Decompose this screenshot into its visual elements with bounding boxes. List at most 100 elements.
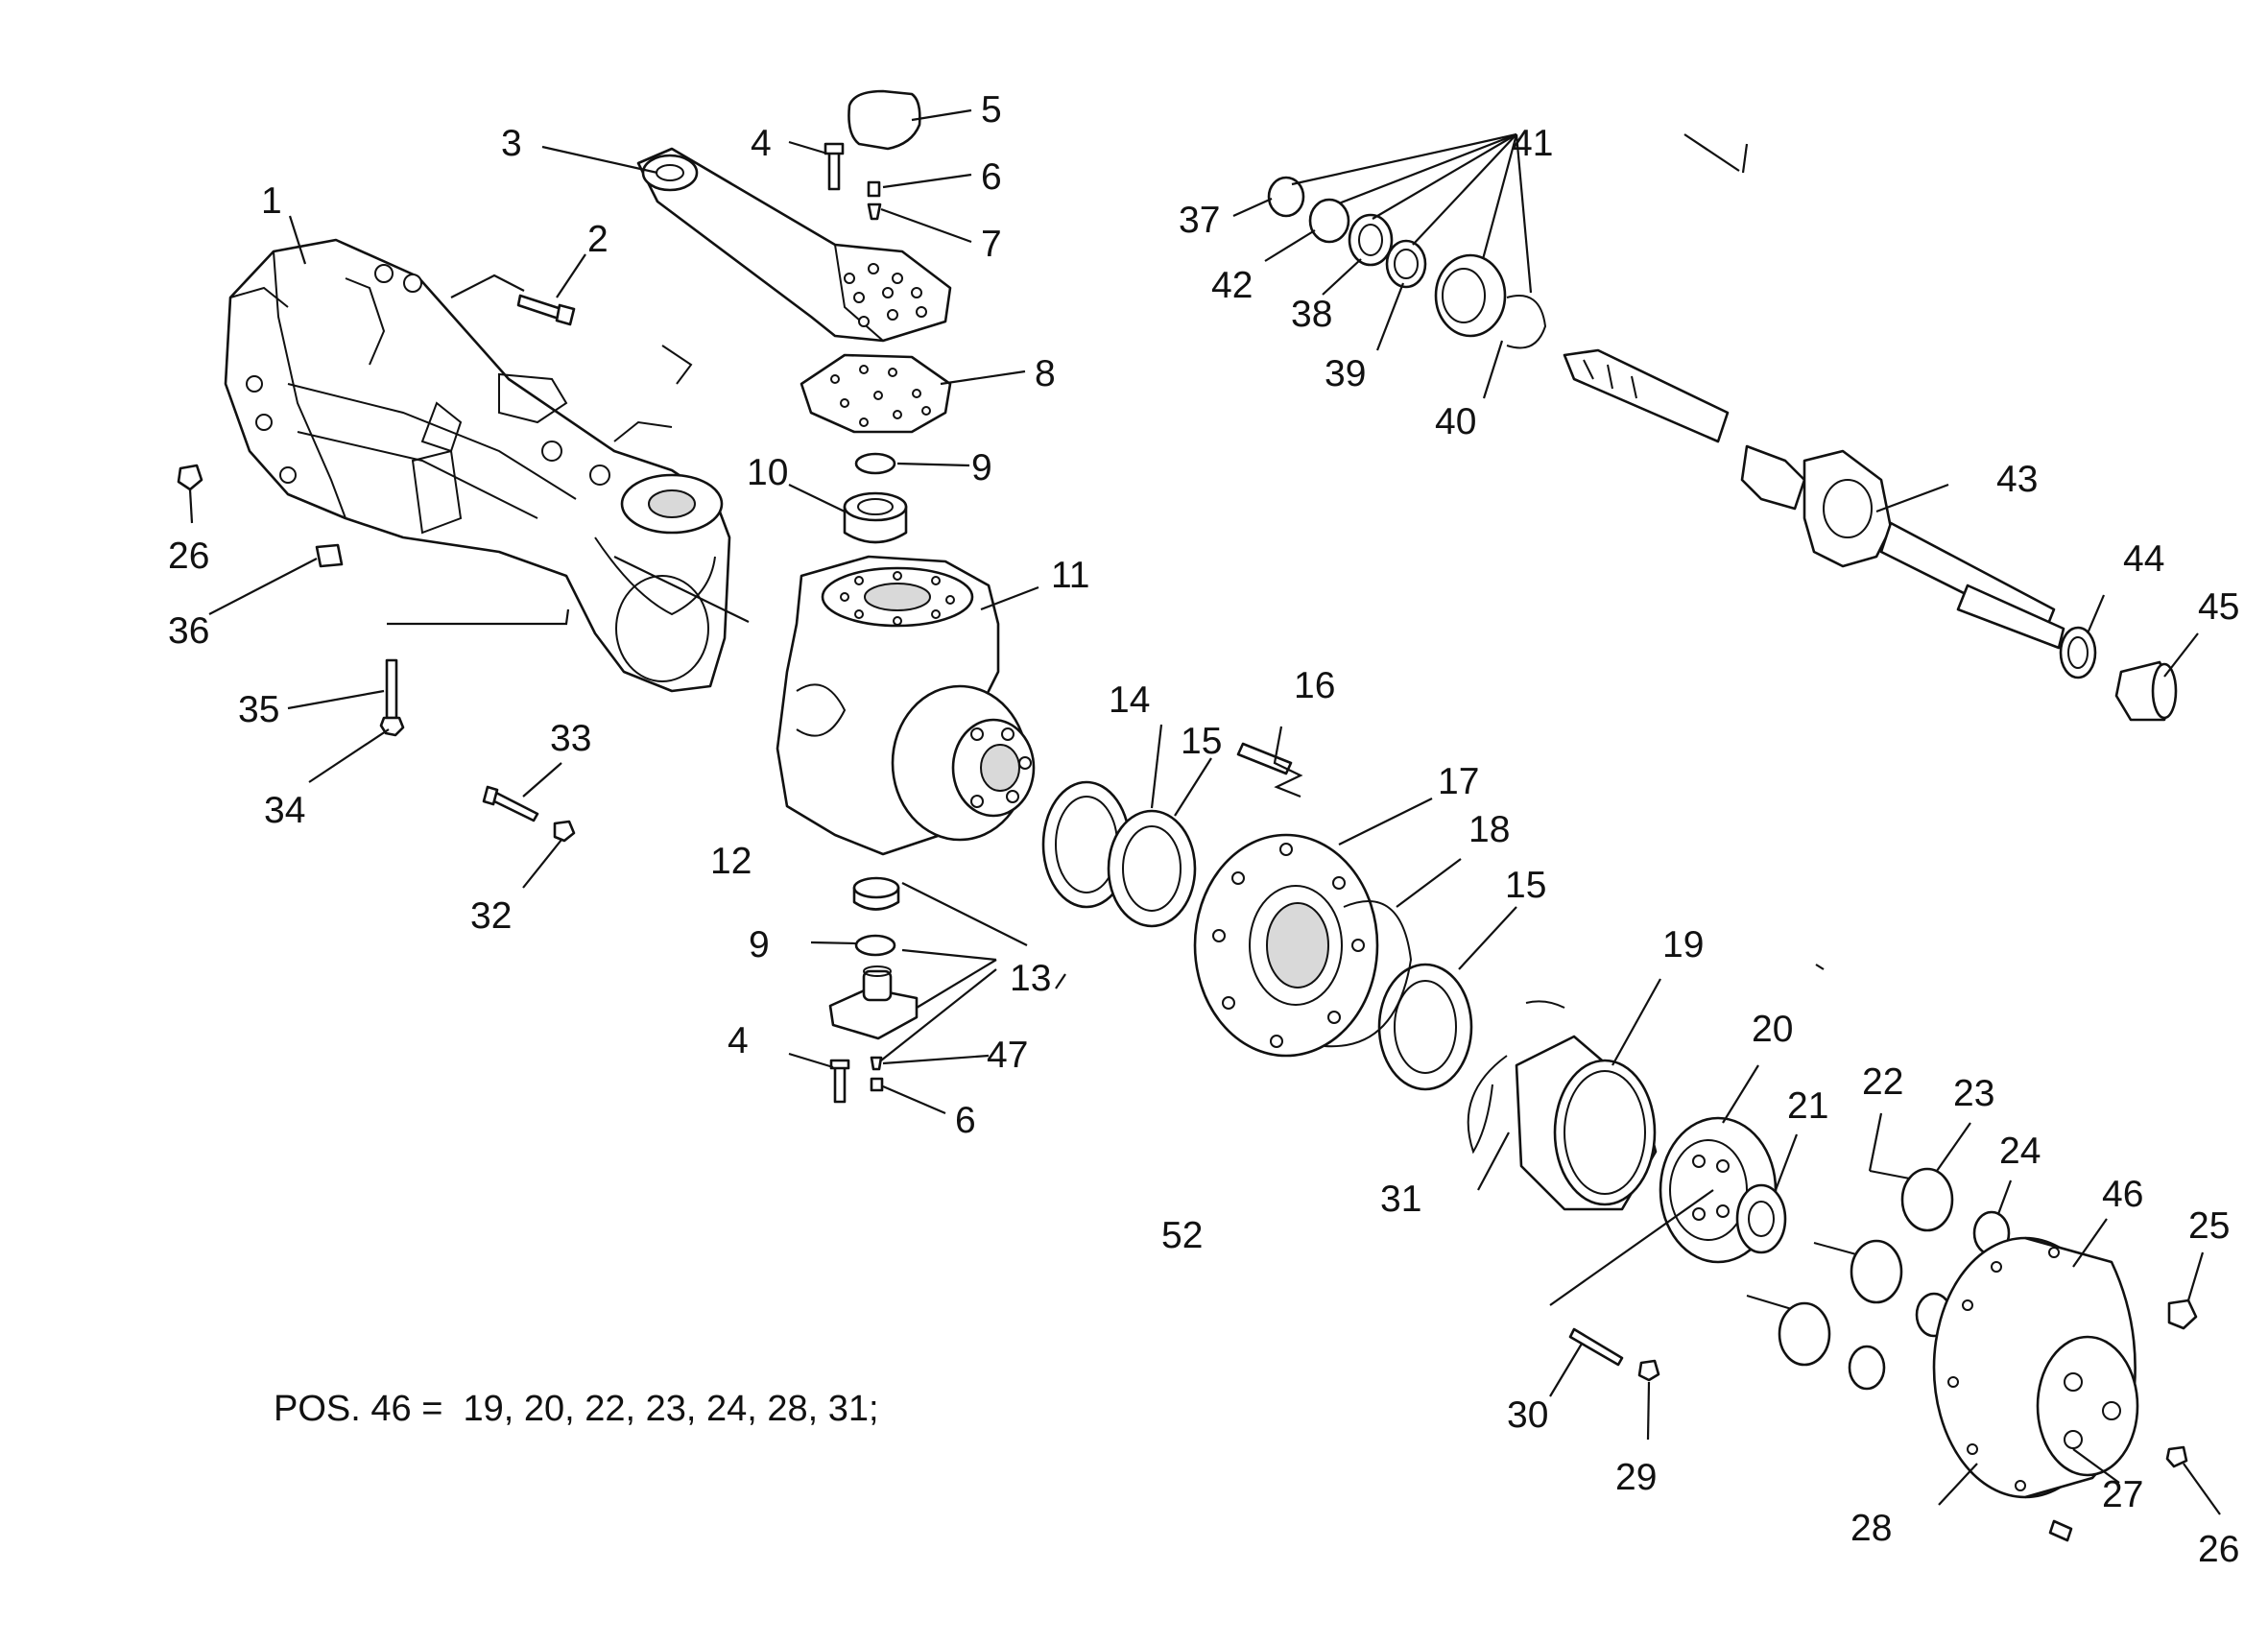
callout-27: 27: [2102, 1474, 2143, 1515]
part-42-snap-ring: [1308, 198, 1350, 244]
callout-11: 11: [1051, 555, 1090, 596]
callout-9-bottom: 9: [749, 924, 770, 965]
callout-6-bottom: 6: [955, 1100, 976, 1141]
callout-29: 29: [1615, 1457, 1657, 1498]
part-45-cap: [2114, 660, 2178, 722]
callout-23: 23: [1953, 1073, 1994, 1114]
position-note: POS. 46 = 19, 20, 22, 23, 24, 28, 31;: [274, 1389, 879, 1429]
part-16-stud: [1236, 742, 1293, 775]
callout-2: 2: [587, 219, 609, 260]
part-12-bushing: [852, 876, 900, 911]
part-40-gasket: [1506, 295, 1547, 349]
callout-22: 22: [1862, 1061, 1903, 1103]
part-21-thrust-washer: [1735, 1183, 1787, 1254]
part-2-bolt: [516, 294, 576, 326]
callout-16: 16: [1294, 665, 1335, 706]
part-19-ring-gear: [1515, 1035, 1658, 1211]
part-13-lower-pin: [828, 965, 919, 1040]
part-15-bearing-right: [1377, 963, 1473, 1091]
callout-8: 8: [1035, 353, 1056, 394]
part-31-snap-ring: [1467, 1000, 1565, 1155]
callout-14: 14: [1109, 679, 1150, 721]
part-27-bolt: [2048, 1519, 2073, 1542]
callout-42: 42: [1211, 265, 1253, 306]
part-9-o-ring-top: [854, 452, 896, 475]
part-10-bushing: [843, 491, 908, 544]
callout-5: 5: [981, 89, 1002, 131]
callout-47: 47: [987, 1035, 1028, 1076]
part-37-circlip: [1267, 176, 1305, 218]
part-1-axle-housing: [224, 238, 731, 693]
callout-40: 40: [1435, 401, 1476, 442]
callout-37: 37: [1179, 200, 1220, 241]
callout-39: 39: [1325, 353, 1366, 394]
callout-7: 7: [981, 224, 1002, 265]
callout-30: 30: [1507, 1394, 1548, 1436]
callout-38: 38: [1291, 294, 1332, 335]
part-35-stud: [385, 658, 398, 720]
callout-1: 1: [261, 180, 282, 222]
part-18-snap-ring: [1324, 900, 1413, 1048]
callout-31: 31: [1380, 1179, 1421, 1220]
part-4-bolt-bottom: [829, 1059, 850, 1104]
callout-36: 36: [168, 610, 209, 652]
part-26-plug-left: [177, 464, 203, 491]
callout-45: 45: [2198, 586, 2239, 628]
callout-28: 28: [1850, 1508, 1892, 1549]
part-39-ring: [1385, 239, 1427, 289]
callout-25: 25: [2188, 1205, 2230, 1247]
callout-17: 17: [1438, 761, 1479, 802]
part-33-bolt: [482, 785, 539, 822]
callout-52: 52: [1161, 1215, 1203, 1256]
part-15-bearing-left: [1107, 809, 1197, 928]
callout-26-left: 26: [168, 536, 209, 577]
callout-13: 13: [1010, 958, 1051, 999]
callout-15-right: 15: [1505, 865, 1546, 906]
callout-9-top: 9: [971, 447, 992, 488]
callout-34: 34: [264, 790, 305, 831]
part-4-bolt-top: [824, 142, 845, 191]
callout-26-right: 26: [2198, 1529, 2239, 1570]
part-30-stud: [1568, 1327, 1624, 1367]
callout-32: 32: [470, 895, 512, 937]
part-32-nut: [553, 820, 576, 843]
part-6-grease-nipple-bottom: [870, 1077, 884, 1092]
part-28-hub-cover: [1932, 1236, 2139, 1499]
callout-4-bottom: 4: [728, 1020, 749, 1061]
callout-12: 12: [710, 841, 752, 882]
callout-18: 18: [1468, 809, 1510, 850]
part-8-shim-plate: [800, 353, 952, 434]
part-26-plug-right: [2165, 1445, 2188, 1468]
part-11-steering-knuckle: [776, 555, 1036, 856]
part-40-cover: [1434, 253, 1507, 338]
part-23-planet-gear: [1778, 1167, 1954, 1367]
callout-labels: 1 2 3 4 5 6 7 8 9 10 11 12 9 13 4 47 6 1…: [168, 89, 2239, 1570]
callout-10: 10: [747, 452, 788, 493]
callout-24: 24: [1999, 1131, 2041, 1172]
callout-15-left: 15: [1181, 721, 1222, 762]
part-47-fitting: [870, 1056, 883, 1071]
callout-20: 20: [1752, 1009, 1793, 1050]
part-38-seal: [1348, 213, 1394, 267]
part-44-seal-ring: [2059, 626, 2097, 679]
part-3-steering-arm: [636, 147, 952, 343]
part-7-fitting: [867, 203, 882, 221]
callout-33: 33: [550, 718, 591, 759]
part-17-wheel-hub: [1193, 833, 1379, 1058]
part-5-pad: [848, 89, 921, 151]
callout-21: 21: [1787, 1085, 1828, 1127]
part-29-nut: [1637, 1359, 1660, 1382]
callout-19: 19: [1662, 924, 1704, 965]
part-36-plug: [315, 543, 344, 568]
callout-4-top: 4: [751, 123, 772, 164]
part-9-o-ring-bottom: [854, 934, 896, 957]
leader-lines: [188, 108, 2221, 1515]
callout-46: 46: [2102, 1174, 2143, 1215]
part-43-drive-shaft: [1563, 348, 2065, 650]
part-25-nut: [2167, 1299, 2198, 1330]
callout-3: 3: [501, 123, 522, 164]
callout-43: 43: [1996, 459, 2038, 500]
callout-44: 44: [2123, 538, 2164, 580]
callout-41: 41: [1512, 123, 1553, 164]
